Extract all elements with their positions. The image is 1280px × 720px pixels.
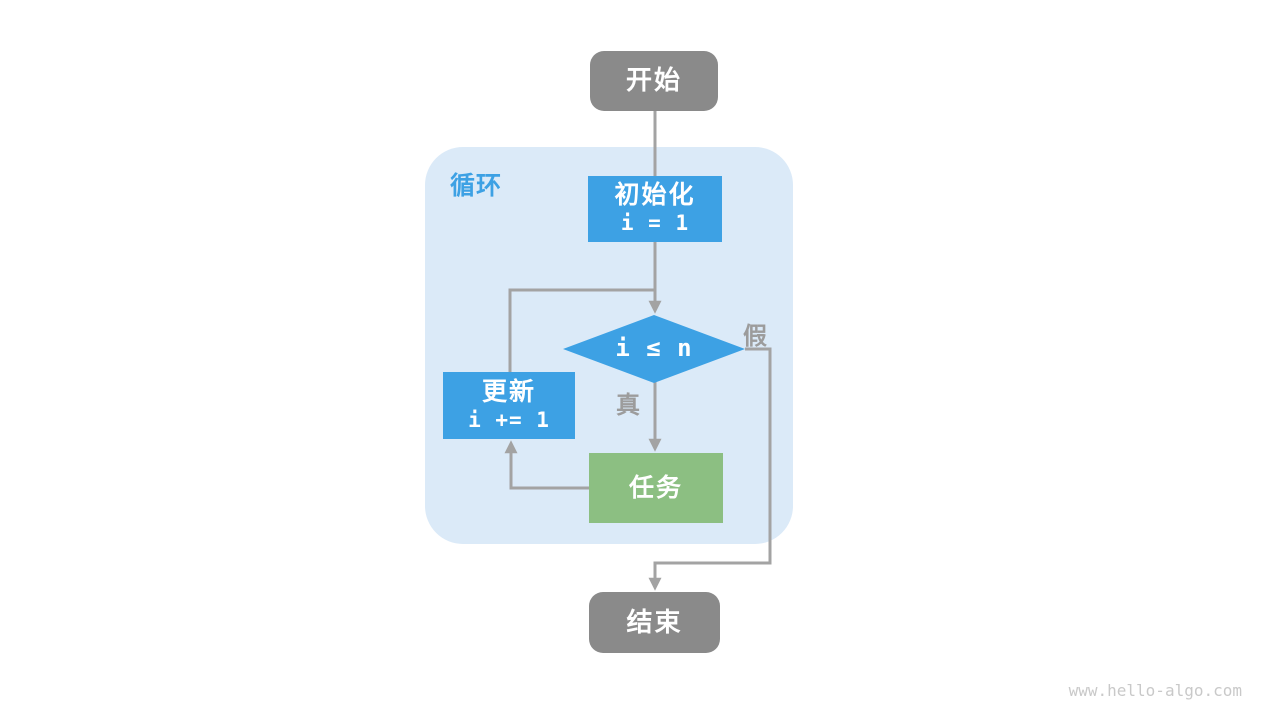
- edge-update-loopback: [508, 288, 655, 372]
- false-branch-label: 假: [743, 323, 767, 350]
- update-node: 更新 i += 1: [443, 372, 575, 439]
- start-node-label: 开始: [625, 65, 682, 96]
- update-node-label: 更新: [481, 377, 536, 406]
- watermark-text: www.hello-algo.com: [1068, 681, 1242, 700]
- init-node: 初始化 i = 1: [588, 176, 722, 242]
- task-node-label: 任务: [628, 474, 683, 502]
- update-node-code: i += 1: [468, 407, 550, 432]
- condition-node-label: i ≤ n: [615, 334, 693, 363]
- loop-region-label: 循环: [450, 172, 503, 200]
- true-branch-label: 真: [616, 392, 640, 419]
- edge-condition-false-to-end: [648, 347, 772, 591]
- start-node: 开始: [590, 51, 718, 111]
- end-node: 结束: [589, 592, 720, 653]
- task-node: 任务: [589, 453, 723, 523]
- init-node-label: 初始化: [614, 181, 696, 210]
- edge-task-to-update: [504, 440, 589, 490]
- init-node-code: i = 1: [620, 211, 690, 236]
- end-node-label: 结束: [626, 606, 683, 637]
